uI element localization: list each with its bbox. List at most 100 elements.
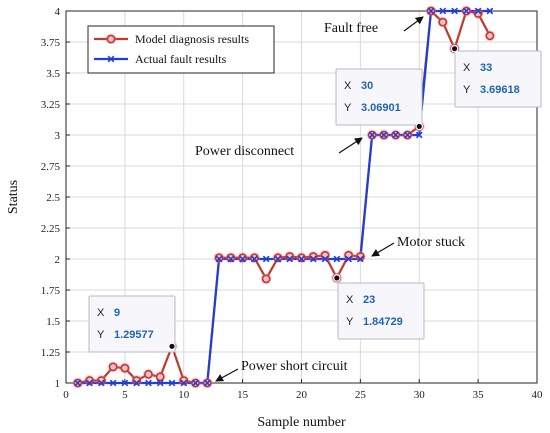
actual-point [109,379,117,387]
actual-point-stroke [309,255,317,263]
y-tick-label: 2.75 [41,161,61,173]
actual-point-stroke [180,379,188,387]
actual-point [427,7,435,15]
actual-point [357,255,364,263]
actual-point-stroke [298,255,305,263]
actual-point-stroke [462,7,470,15]
datatip-box [88,295,176,353]
model-point [273,253,283,263]
actual-point [392,131,400,139]
y-tick-label: 3.25 [41,99,61,111]
actual-point-stroke [333,255,341,263]
annotation: Fault free [324,16,424,36]
actual-point-stroke [439,7,447,15]
actual-point-stroke [357,255,364,263]
y-tick-label: 2 [55,254,61,266]
model-point [320,250,330,260]
actual-point-stroke [262,255,270,263]
actual-point-stroke [227,255,235,263]
actual-point-stroke [203,379,211,387]
actual-point-stroke [121,379,129,387]
actual-point [227,255,235,263]
actual-point [86,379,93,387]
actual-point [274,255,282,263]
datatip-y-key: Y [344,102,352,114]
actual-point [262,255,270,263]
datatip-point [450,44,459,53]
datatip-x-value: 33 [480,62,492,74]
x-tick-label: 25 [355,389,367,401]
actual-point [345,255,352,263]
model-point [155,372,165,382]
actual-point-stroke [239,255,246,263]
actual-point [133,379,141,387]
datatip-x-key: X [97,307,105,319]
annotation-arrow [371,242,395,257]
actual-point-stroke [86,379,93,387]
actual-point [451,7,458,15]
actual-point-stroke [321,255,329,263]
actual-point-stroke [109,379,117,387]
datatip-box [337,282,425,340]
x-tick-label: 30 [414,389,426,401]
model-point [297,253,306,263]
annotation-label: Power disconnect [195,144,294,159]
legend-label-model: Model diagnosis results [135,32,249,46]
actual-point-stroke [415,131,423,139]
actual-point [180,379,188,387]
actual-point-stroke [156,379,164,387]
datatip-y-value: 3.69618 [480,84,520,96]
datatip-x-key: X [344,80,352,92]
model-point [485,31,495,41]
model-point [108,362,118,372]
annotation: Motor stuck [371,235,465,257]
legend-swatch-actual-marker [107,55,115,63]
actual-point-stroke [274,255,282,263]
datatip-y-value: 3.06901 [361,102,401,114]
y-tick-label: 2.5 [46,192,60,204]
x-tick-label: 5 [122,389,128,401]
actual-point-stroke [392,131,400,139]
model-point [249,253,259,263]
datatip-point [333,274,341,282]
y-tick-label: 3 [55,130,61,142]
actual-point-stroke [380,131,388,139]
model-point [438,17,448,27]
actual-point [298,255,305,263]
annotation-label: Fault free [324,21,378,36]
datatip-y-key: Y [346,316,354,328]
actual-point [121,379,129,387]
actual-point-stroke [74,379,82,387]
actual-point [380,131,388,139]
actual-point [368,131,376,139]
actual-point [474,7,482,15]
actual-point [239,255,246,263]
datatip-point [168,342,176,351]
y-tick-label: 1.25 [41,347,61,359]
datatip-x-value: 23 [363,294,375,306]
actual-point-stroke [345,255,352,263]
x-axis-label: Sample number [257,415,346,430]
y-tick-label: 2.25 [41,223,61,235]
actual-point [333,255,341,263]
x-tick-label: 20 [296,389,308,401]
annotation: Power short circuit [215,359,348,382]
actual-point [486,7,494,15]
y-tick-label: 1 [55,378,61,390]
actual-point-stroke [251,255,258,263]
actual-point-stroke [97,379,105,387]
datatip-y-key: Y [97,329,105,341]
actual-point [97,379,105,387]
actual-point [404,131,411,139]
actual-point [439,7,447,15]
x-tick-label: 10 [178,389,190,401]
actual-point-stroke [368,131,376,139]
datatip-y-value: 1.29577 [114,329,154,341]
actual-point-stroke [427,7,435,15]
actual-point [156,379,164,387]
